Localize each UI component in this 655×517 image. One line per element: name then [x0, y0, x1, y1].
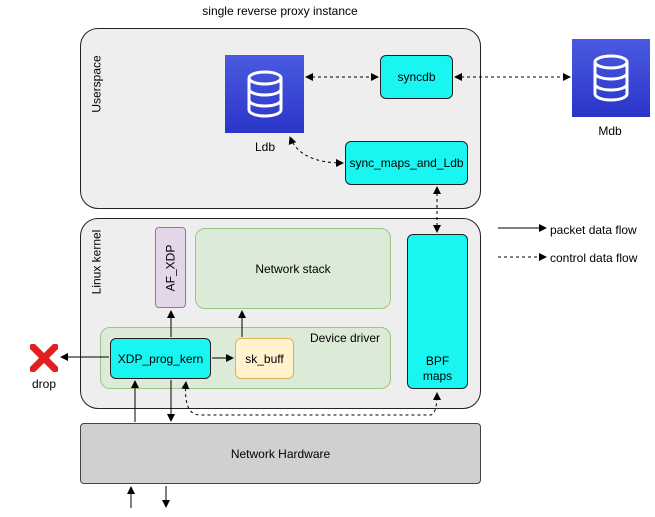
bpf-maps-node — [407, 234, 468, 389]
drop-label: drop — [31, 377, 57, 391]
xdp-prog-kern-node: XDP_prog_kern — [110, 338, 211, 379]
drop-x-icon — [29, 343, 59, 373]
bpf-maps-label: BPF maps — [422, 354, 453, 383]
sync-maps-and-ldb-node: sync_maps_and_Ldb — [345, 141, 468, 185]
sk-buff-node: sk_buff — [235, 338, 294, 379]
af-xdp-node: AF_XDP — [155, 227, 186, 308]
network-hardware-node: Network Hardware — [80, 423, 481, 484]
ldb-label: Ldb — [254, 140, 276, 154]
mdb-database-icon — [572, 39, 650, 117]
device-driver-label: Device driver — [309, 331, 381, 345]
ldb-syncmaps-control-arrow — [288, 136, 344, 167]
syncdb-node: syncdb — [380, 55, 453, 99]
diagram-title: single reverse proxy instance — [202, 4, 358, 18]
legend-control-label: control data flow — [550, 251, 638, 265]
mdb-label: Mdb — [598, 124, 622, 138]
xdp-bpfmaps-control-arrow — [181, 381, 441, 416]
legend-packet-label: packet data flow — [550, 223, 637, 237]
ldb-database-icon — [225, 55, 304, 133]
network-stack-node: Network stack — [195, 228, 391, 309]
